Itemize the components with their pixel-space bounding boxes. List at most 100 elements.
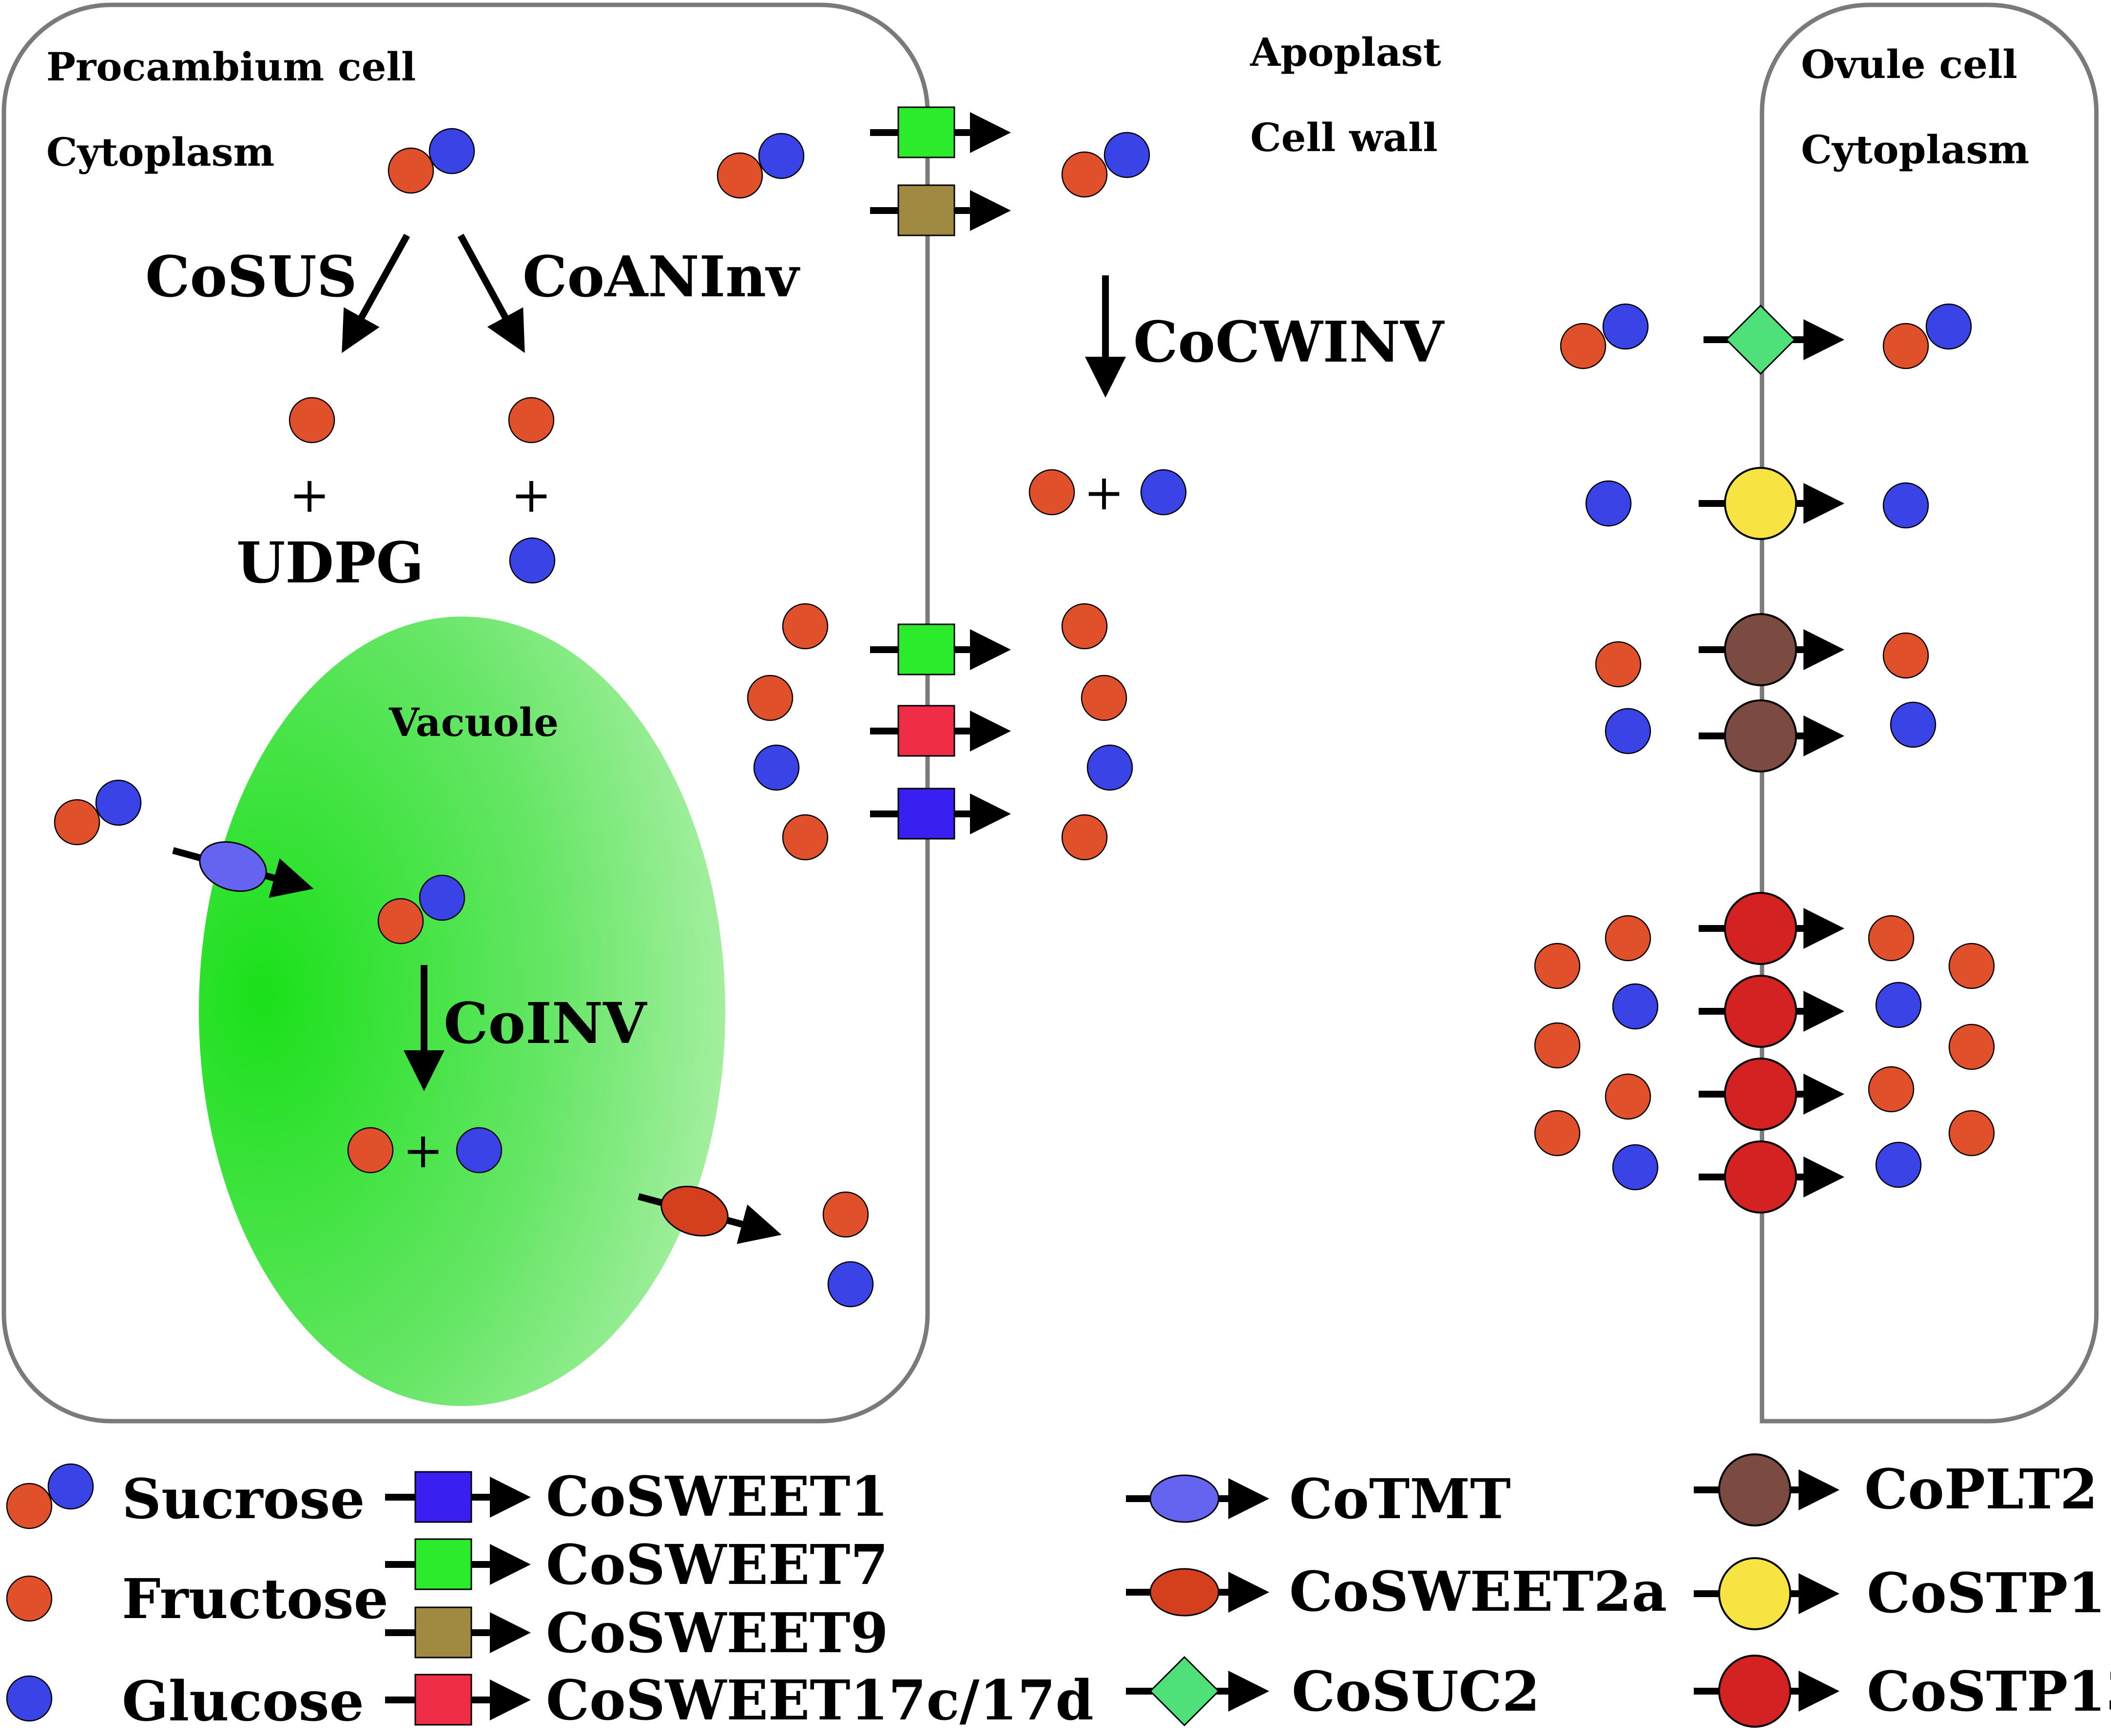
glucose-molecule [1890, 701, 1937, 748]
procambium-cytoplasm-label: Cytoplasm [46, 129, 274, 175]
legend-cosweet1-icon [414, 1471, 472, 1523]
glucose-molecule [1875, 982, 1922, 1028]
fructose-molecule [1061, 603, 1108, 650]
plus-sign: + [511, 466, 552, 523]
legend-cosweet17c-17d-icon [414, 1674, 472, 1726]
glucose-molecule [1612, 983, 1659, 1030]
legend-cosweet9-label: CoSWEET9 [546, 1601, 889, 1665]
fructose-molecule [1868, 1066, 1915, 1113]
cosweet1-transporter [897, 788, 955, 840]
fructose-molecule [1868, 915, 1915, 962]
legend-cosweet1-label: CoSWEET1 [546, 1465, 889, 1529]
glucose-molecule [1585, 480, 1632, 527]
coaninv-label: CoANInv [523, 244, 800, 310]
fructose-molecule [1534, 1110, 1581, 1157]
fructose-molecule [782, 814, 829, 861]
legend-fructose-label: Fructose [122, 1567, 388, 1631]
cosus-arrow [342, 233, 410, 353]
fructose-molecule [782, 603, 829, 650]
legend-costp1-icon [1718, 1557, 1791, 1630]
cosweet17c-17d-transporter [897, 705, 955, 757]
fructose-molecule [1605, 1073, 1651, 1120]
fructose-molecule [508, 397, 555, 444]
fructose-molecule [347, 1127, 394, 1174]
fructose-molecule [1948, 1110, 1995, 1157]
ovule-cytoplasm-label: Cytoplasm [1801, 127, 2029, 173]
sucrose-molecule [717, 133, 805, 199]
legend-costp1-label: CoSTP1 [1867, 1562, 2106, 1625]
sucrose-molecule [377, 874, 465, 945]
sucrose-molecule [1061, 132, 1150, 198]
glucose-molecule [1875, 1141, 1922, 1188]
fructose-molecule [1061, 814, 1108, 861]
legend-coplt2-label: CoPLT2 [1864, 1458, 2098, 1522]
legend-cosweet9-icon [414, 1606, 472, 1659]
cosus-label: CoSUS [145, 244, 357, 310]
vacuole [199, 617, 725, 1406]
ovule-cell-membrane [1760, 2, 2099, 1424]
legend-costp13-icon [1718, 1655, 1791, 1728]
legend-cosweet2a-label: CoSWEET2a [1289, 1560, 1667, 1624]
coaninv-arrow [457, 233, 525, 353]
plus-sign: + [1084, 464, 1124, 521]
glucose-molecule [753, 744, 800, 791]
legend-glucose-label: Glucose [122, 1670, 364, 1734]
costp13-transporter [1724, 1140, 1797, 1214]
legend-cosweet7-label: CoSWEET7 [546, 1533, 889, 1597]
cosweet2a-transporter [660, 1185, 729, 1237]
legend-glucose-icon [6, 1675, 53, 1722]
coinv-label: CoINV [444, 991, 647, 1057]
sucrose-molecule [1882, 303, 1972, 369]
sucrose-molecule [1560, 303, 1649, 369]
costp13-transporter [1724, 975, 1797, 1048]
procambium-cell-label: Procambium cell [46, 44, 416, 90]
sucrose-molecule [54, 779, 142, 846]
ovule-cell-label: Ovule cell [1801, 41, 2017, 87]
glucose-molecule [1612, 1144, 1659, 1191]
fructose-molecule [1595, 641, 1642, 688]
legend-cosweet17c-17d-label: CoSWEET17c/17d [546, 1669, 1094, 1733]
legend-cosuc2-label: CoSUC2 [1292, 1660, 1540, 1724]
cosweet7-transporter [897, 106, 955, 158]
legend-coplt2-icon [1718, 1453, 1791, 1526]
fructose-molecule [747, 675, 794, 721]
legend-costp13-label: CoSTP13 [1867, 1660, 2111, 1724]
legend-cotmt-label: CoTMT [1289, 1467, 1511, 1531]
glucose-molecule [509, 537, 556, 584]
cell-wall-label: Cell wall [1250, 115, 1438, 160]
legend-sucrose-icon [6, 1463, 94, 1529]
vacuole-label: Vacuole [388, 699, 559, 745]
legend-cosweet2a-icon [1149, 1568, 1220, 1617]
fructose-molecule [1534, 943, 1581, 989]
legend-cotmt-icon [1149, 1474, 1220, 1523]
fructose-molecule [1534, 1022, 1581, 1069]
legend: Sucrose Fructose Glucose CoSWEET1 CoSWEE… [6, 1453, 2111, 1734]
glucose-molecule [1086, 744, 1133, 791]
fructose-molecule [1028, 469, 1075, 516]
costp13-transporter [1724, 1058, 1797, 1131]
udpg-label: UDPG [236, 530, 424, 596]
fructose-molecule [1948, 943, 1995, 989]
glucose-molecule [1140, 469, 1187, 516]
plus-sign: + [403, 1122, 444, 1179]
legend-cosweet7-icon [414, 1538, 472, 1590]
cotmt-transporter [199, 841, 267, 892]
cocwinv-label: CoCWINV [1133, 309, 1445, 375]
glucose-molecule [827, 1261, 874, 1308]
legend-sucrose-label: Sucrose [122, 1467, 365, 1531]
cosweet9-transporter [897, 184, 955, 236]
glucose-molecule [1605, 708, 1651, 754]
fructose-molecule [1948, 1023, 1995, 1070]
glucose-molecule [1882, 482, 1929, 529]
costp13-transporter [1724, 892, 1797, 965]
cosuc2-transporter [1725, 304, 1796, 375]
legend-fructose-icon [6, 1575, 53, 1622]
glucose-molecule [456, 1127, 503, 1174]
fructose-molecule [1882, 632, 1929, 679]
sucrose-molecule [387, 128, 475, 194]
fructose-molecule [289, 397, 335, 444]
apoplast-label: Apoplast [1250, 29, 1441, 75]
fructose-molecule [1605, 915, 1651, 962]
